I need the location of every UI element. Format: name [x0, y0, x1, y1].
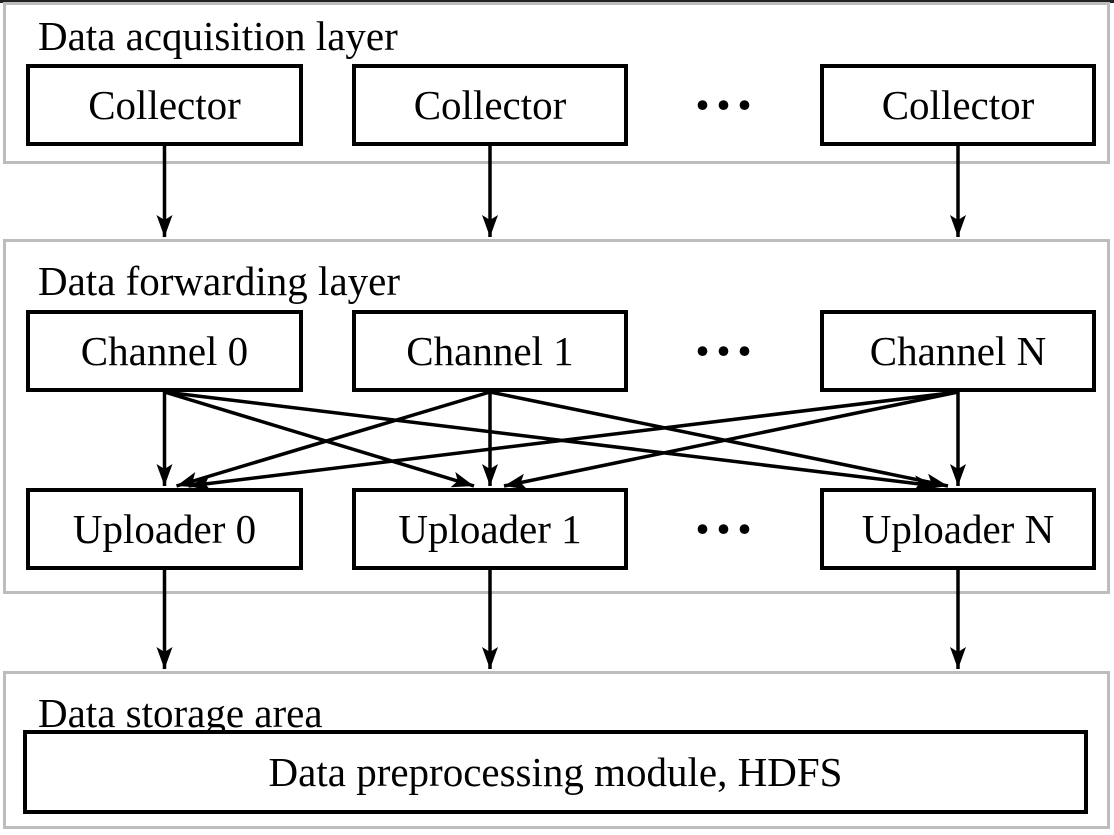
channel-0-label: Channel 0 [80, 328, 249, 374]
image-top-edge [0, 0, 1114, 3]
node-channel-1: Channel 1 [352, 310, 628, 392]
channel-1-label: Channel 1 [406, 328, 574, 374]
collectors-ellipsis: ··· [692, 72, 756, 138]
uploaders-ellipsis: ··· [692, 496, 756, 562]
collector-0-label: Collector [88, 82, 241, 128]
node-uploader-n: Uploader N [820, 488, 1096, 570]
node-uploader-0: Uploader 0 [26, 488, 303, 570]
storage-area-title: Data storage area [38, 690, 323, 736]
acquisition-layer-title: Data acquisition layer [38, 13, 398, 59]
node-collector-1: Collector [352, 64, 628, 146]
uploader-0-label: Uploader 0 [72, 506, 257, 552]
forwarding-layer-container: Data forwarding layer Channel 0 Channel … [3, 239, 1110, 594]
channel-n-label: Channel N [869, 328, 1047, 374]
node-collector-2: Collector [820, 64, 1096, 146]
storage-area-container: Data storage area Data preprocessing mod… [3, 671, 1110, 829]
collector-2-label: Collector [881, 82, 1035, 128]
node-channel-n: Channel N [820, 310, 1096, 392]
node-uploader-1: Uploader 1 [352, 488, 628, 570]
uploader-1-label: Uploader 1 [398, 506, 582, 552]
forwarding-layer-title: Data forwarding layer [38, 258, 400, 304]
node-channel-0: Channel 0 [26, 310, 303, 392]
storage-module-label: Data preprocessing module, HDFS [268, 749, 843, 795]
acquisition-layer-container: Data acquisition layer Collector Collect… [3, 2, 1110, 164]
node-storage-module: Data preprocessing module, HDFS [23, 730, 1088, 814]
channels-ellipsis: ··· [692, 318, 756, 384]
uploader-n-label: Uploader N [861, 506, 1055, 552]
node-collector-0: Collector [26, 64, 303, 146]
collector-1-label: Collector [413, 82, 567, 128]
